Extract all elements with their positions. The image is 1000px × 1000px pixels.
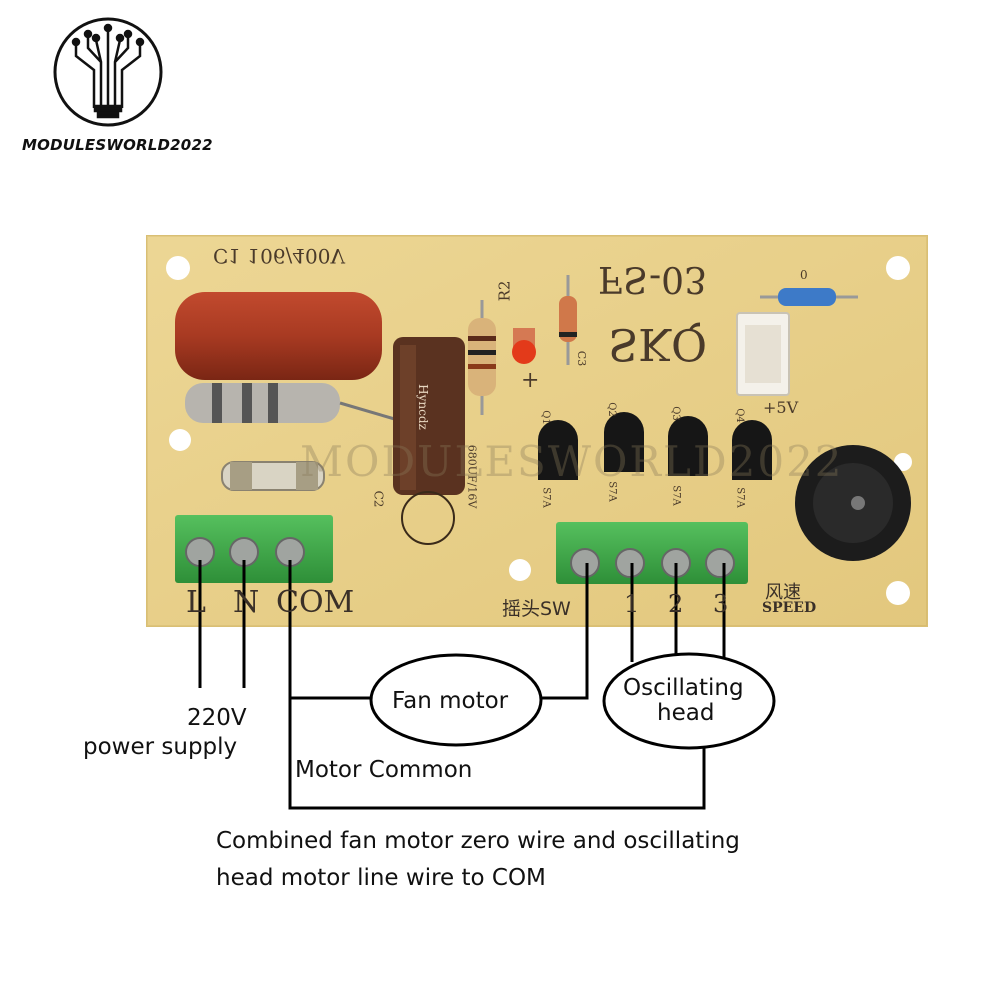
transistor-q3 [668,416,708,476]
terminal-label-l: L [186,585,206,620]
brand-name: MODULESWORLD2022 [22,136,213,154]
elec-cap-brand: Hyncdz [415,384,430,430]
speed-label-en: SPEED [762,600,817,616]
elec-cap-rating: 680UF/16V [465,444,479,509]
mounting-hole [509,559,531,581]
transistor-label-q3: Q3 [669,406,681,421]
transistor-label-q2: Q2 [605,402,617,417]
transistor-q1 [538,420,578,480]
terminal-label-1: 1 [624,590,640,618]
elec-cap-label: C2 [371,490,386,508]
terminal-block-left [175,515,333,583]
resistor-r2 [468,300,496,415]
capacitor-label: C1 106/400V [213,244,345,268]
power-label-voltage: 220V [187,705,247,731]
diode [559,275,577,365]
terminal-block-right [556,522,748,584]
buzzer [795,445,911,561]
fan-motor-label: Fan motor [392,688,509,714]
terminal-screw-sw [570,548,600,578]
note-line-2: head motor line wire to COM [216,865,546,891]
speed-label-cn: 风速 [765,582,801,603]
mounting-hole [169,429,191,451]
transistor-label-q1: Q1 [539,410,551,425]
mounting-hole [894,453,912,471]
terminal-label-com: COM [276,585,355,620]
transistor-code-3: S7A [670,485,682,506]
electrolytic-capacitor [393,337,465,545]
terminal-label-2: 2 [668,590,684,618]
mounting-hole [886,581,910,605]
power-label-supply: power supply [83,734,238,760]
terminal-label-3: 3 [713,590,729,618]
power-resistor [185,383,399,423]
diode-label: C3 [575,350,589,367]
terminal-label-sw: 摇头SW [502,598,571,620]
blue-resistor [760,288,858,306]
motor-common-label: Motor Common [295,757,473,783]
white-connector [736,312,790,396]
fuse [221,461,325,491]
plus-sign: + [521,368,540,393]
oscillating-head-label-2: head [657,700,715,726]
mounting-hole [166,256,190,280]
transistor-label-q4: Q4 [733,408,745,423]
mounting-hole [886,256,910,280]
board-brand-mark: SKQ [608,318,708,369]
resistor-label: R2 [495,280,514,302]
transistor-code-1: S7A [540,487,552,508]
circuit-tree-bulb-icon [71,23,145,119]
zero-label: 0 [800,268,808,282]
brand-watermark: MODULESWORLD2022 [300,437,844,486]
board-model: FS-03 [598,258,707,299]
note-line-1: Combined fan motor zero wire and oscilla… [216,828,740,854]
transistor-q2 [604,412,644,472]
oscillating-head-ellipse [602,652,776,750]
transistor-code-2: S7A [606,481,618,502]
oscillating-head-label-1: Oscillating [623,675,744,701]
film-capacitor [175,292,382,380]
wires [198,560,726,810]
pcb-board [146,235,928,627]
transistors [538,412,772,480]
red-led [512,328,536,364]
transistor-q4 [732,420,772,480]
transistor-code-4: S7A [734,487,746,508]
plus-5v-label: +5V [763,398,799,417]
terminal-label-n: N [233,585,260,620]
terminal-screw-1 [615,548,645,578]
logo [53,17,163,127]
terminal-screw-3 [705,548,735,578]
fan-motor-ellipse [369,653,543,747]
